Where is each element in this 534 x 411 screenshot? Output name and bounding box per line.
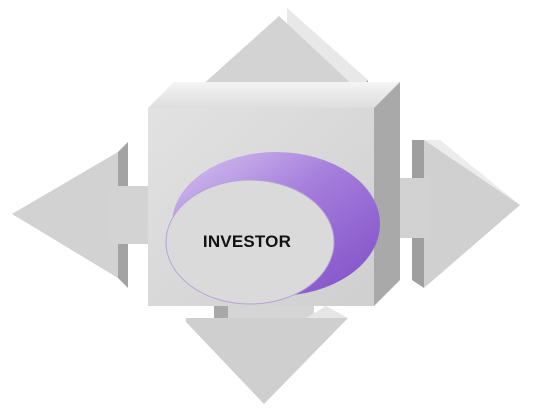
right-arrow-head — [424, 140, 520, 288]
left-arrow-shaft — [110, 186, 154, 244]
down-arrow-bevel — [306, 306, 348, 318]
left-arrow — [12, 142, 154, 288]
down-arrow — [186, 300, 348, 404]
right-arrow — [382, 140, 520, 288]
center-box-top — [148, 82, 400, 108]
inner-ellipse — [165, 179, 335, 305]
investor-label: INVESTOR — [202, 232, 292, 251]
center-box-side — [374, 82, 400, 306]
down-arrow-head — [186, 318, 348, 404]
up-arrow-bevel — [287, 8, 368, 90]
left-arrow-head — [12, 152, 118, 278]
center-oval — [165, 152, 380, 305]
